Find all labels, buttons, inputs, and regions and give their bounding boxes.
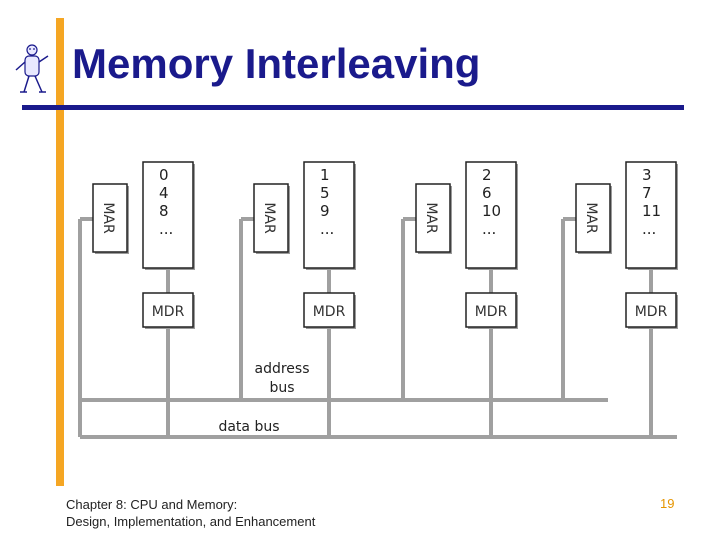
footer-line-2: Design, Implementation, and Enhancement [66,514,316,529]
accent-bar [56,18,64,486]
mdr-label-0: MDR [152,304,185,320]
mar-box-0 [92,183,128,253]
address-bus-label-line2: bus [269,380,294,396]
mdr-label-3: MDR [635,304,668,320]
memory-module-3 [625,161,677,269]
mar-box-3 [575,183,611,253]
mdr-label-2: MDR [475,304,508,320]
slide-title: Memory Interleaving [72,40,481,87]
memory-address-0-0: 0 [159,166,169,184]
title-underline [22,105,684,110]
mar-box-2 [415,183,451,253]
mdr-box-3 [625,292,677,328]
memory-address-1-0: 1 [320,166,330,184]
mdr-label-1: MDR [313,304,346,320]
memory-address-1-3: ... [320,220,334,238]
memory-address-0-2: 8 [159,202,169,220]
memory-address-3-1: 7 [642,184,652,202]
memory-address-2-3: ... [482,220,496,238]
footer-line-1: Chapter 8: CPU and Memory: [66,497,238,512]
mdr-box-1 [303,292,355,328]
memory-address-0-3: ... [159,220,173,238]
mar-label-0: MAR [100,202,116,234]
mar-label-1: MAR [261,202,277,234]
mar-box-1 [253,183,289,253]
mdr-box-2 [465,292,517,328]
footer: Chapter 8: CPU and Memory: Design, Imple… [66,496,315,530]
data-bus-label: data bus [218,419,279,435]
memory-module-1 [303,161,355,269]
mascot-logo-icon [15,44,49,93]
address-bus-label-line1: address [254,361,309,377]
mar-label-2: MAR [423,202,439,234]
memory-address-3-0: 3 [642,166,652,184]
memory-address-1-1: 5 [320,184,330,202]
memory-address-1-2: 9 [320,202,330,220]
mdr-box-0 [142,292,194,328]
memory-address-0-1: 4 [159,184,169,202]
memory-address-3-3: ... [642,220,656,238]
memory-module-2 [465,161,517,269]
memory-address-2-2: 10 [482,202,501,220]
mar-label-3: MAR [583,202,599,234]
memory-address-2-0: 2 [482,166,492,184]
memory-module-0 [142,161,194,269]
page-number: 19 [660,496,675,511]
memory-address-2-1: 6 [482,184,492,202]
memory-address-3-2: 11 [642,202,661,220]
